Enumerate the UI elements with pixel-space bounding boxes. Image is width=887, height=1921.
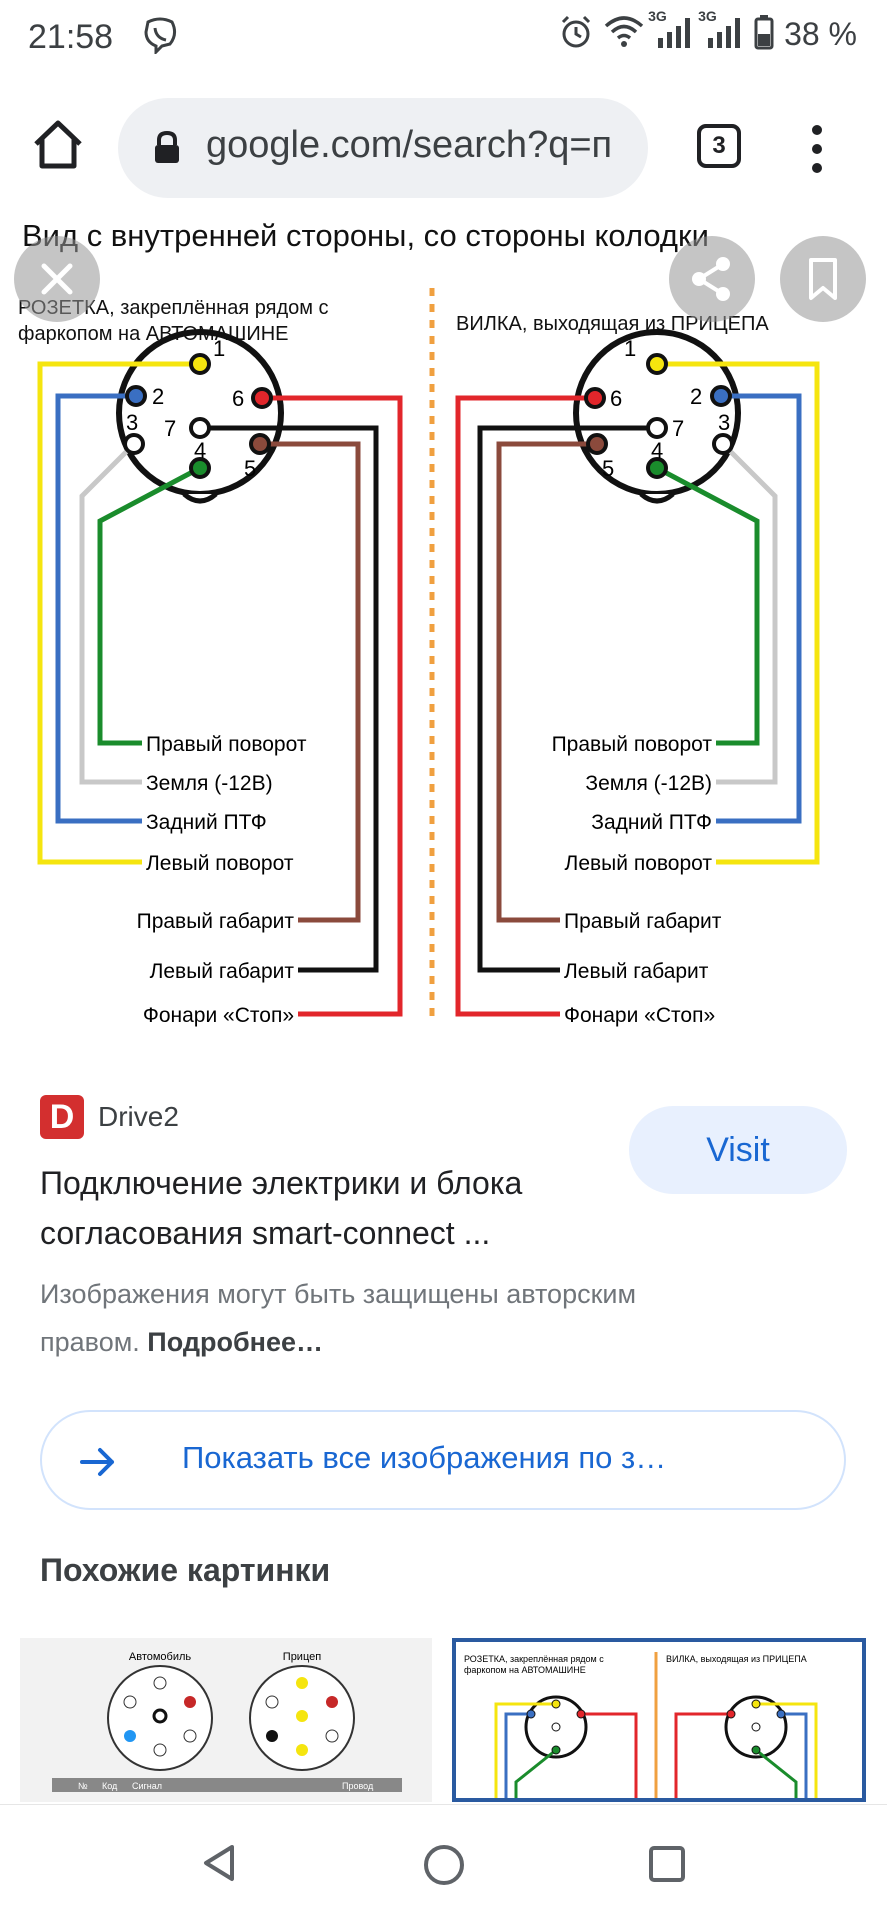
pin-label-3: 3	[126, 410, 138, 435]
viber-icon	[140, 14, 180, 59]
signal-icon-2: 3G	[698, 8, 744, 55]
home-icon	[34, 120, 82, 169]
pin-label-6: 6	[232, 386, 244, 411]
pin-label-5: 5	[244, 456, 256, 481]
thumb1-col-wire: Провод	[342, 1781, 374, 1791]
home-nav-button[interactable]	[422, 1843, 466, 1892]
address-bar[interactable]: google.com/search?q=п	[118, 98, 648, 198]
recents-square-icon	[649, 1846, 685, 1882]
left-caption-2: фаркопом на АВТОМАШИНЕ	[18, 323, 289, 345]
wire-label-right-marker: Правый габарит	[137, 910, 295, 933]
thumb1-label-trailer: Прицеп	[283, 1651, 321, 1663]
thumb1-col-signal: Сигнал	[132, 1781, 162, 1791]
right-caption: ВИЛКА, выходящая из ПРИЦЕПА	[456, 313, 769, 335]
wire-label-ground: Земля (-12В)	[146, 772, 273, 795]
thumb-diagram-1: Автомобиль Прицеп № Код Сигнал Провод	[52, 1651, 402, 1792]
plug-label-stop: Фонари «Стоп»	[564, 1004, 715, 1027]
plug-label-left-marker: Левый габарит	[564, 960, 709, 983]
diagram-title: Вид с внутренней стороны, со стороны кол…	[22, 218, 709, 253]
thumb-diagram-2: РОЗЕТКА, закреплённая рядом с фаркопом н…	[464, 1652, 818, 1798]
preview-image[interactable]: Вид с внутренней стороны, со стороны кол…	[0, 216, 887, 1062]
thumb1-col-no: №	[78, 1781, 88, 1791]
home-circle-icon	[424, 1845, 464, 1885]
wiring-diagram: Вид с внутренней стороны, со стороны кол…	[18, 218, 820, 1027]
back-button[interactable]	[200, 1843, 240, 1888]
plug-pin-label-1: 1	[624, 336, 636, 361]
signal-icon-1: 3G	[648, 8, 694, 55]
back-triangle-icon	[204, 1845, 234, 1881]
source-name: Drive2	[98, 1101, 179, 1132]
plug-label-ground: Земля (-12В)	[585, 772, 712, 795]
status-icons: 3G 3G 38 %	[558, 8, 857, 55]
source-logo: D	[40, 1095, 84, 1139]
thumb1-col-code: Код	[102, 1781, 118, 1791]
copyright-notice: Изображения могут быть защищены авторски…	[40, 1270, 740, 1366]
plug-label-rear-fog: Задний ПТФ	[591, 811, 712, 834]
left-socket: 1 2 3 4 5 6 7 Правый поворот Земля (-12В…	[37, 329, 403, 1027]
bookmark-icon	[809, 258, 837, 300]
close-button[interactable]	[14, 236, 100, 322]
result-title[interactable]: Подключение электрики и блока согласован…	[40, 1165, 523, 1251]
pin-label-2: 2	[152, 384, 164, 409]
lock-icon	[152, 130, 182, 171]
browser-toolbar: google.com/search?q=п 3	[0, 80, 887, 217]
plug-label-right-turn: Правый поворот	[552, 733, 713, 756]
pin-label-4: 4	[194, 438, 206, 463]
arrow-right-icon	[78, 1442, 118, 1487]
thumb2-caption-left-1: РОЗЕТКА, закреплённая рядом с	[464, 1654, 604, 1664]
plug-label-right-marker: Правый габарит	[564, 910, 722, 933]
status-time: 21:58	[28, 18, 114, 56]
show-all-label: Показать все изображения по з…	[182, 1440, 667, 1475]
plug-pin-label-4: 4	[651, 438, 663, 463]
battery-percent: 38 %	[784, 16, 857, 52]
overflow-menu-button[interactable]	[805, 124, 829, 174]
wire-label-rear-fog: Задний ПТФ	[146, 811, 267, 834]
wire-label-stop: Фонари «Стоп»	[143, 1004, 294, 1027]
visit-button[interactable]: Visit	[629, 1106, 847, 1194]
wire-label-left-marker: Левый габарит	[150, 960, 295, 983]
pin-label-7: 7	[164, 416, 176, 441]
wire-label-left-turn: Левый поворот	[146, 852, 294, 875]
thumb2-caption-right: ВИЛКА, выходящая из ПРИЦЕПА	[666, 1654, 807, 1664]
status-bar: 21:58 3G 3G 38 %	[0, 0, 887, 80]
network-type-2: 3G	[698, 8, 717, 24]
close-icon	[41, 263, 73, 295]
plug-pin-label-6: 6	[610, 386, 622, 411]
learn-more-link[interactable]: Подробнее…	[147, 1327, 323, 1357]
thumb2-caption-left-2: фаркопом на АВТОМАШИНЕ	[464, 1665, 586, 1675]
system-nav-bar	[0, 1804, 887, 1921]
wire-label-right-turn: Правый поворот	[146, 733, 307, 756]
tab-switcher-button[interactable]: 3	[697, 124, 741, 168]
share-button[interactable]	[669, 236, 755, 322]
url-text: google.com/search?q=п	[206, 124, 613, 166]
share-icon	[692, 257, 730, 301]
left-caption-1: РОЗЕТКА, закреплённая рядом с	[18, 297, 329, 319]
recents-button[interactable]	[648, 1845, 686, 1888]
plug-label-left-turn: Левый поворот	[565, 852, 713, 875]
thumb1-label-car: Автомобиль	[129, 1651, 192, 1663]
network-type-1: 3G	[648, 8, 667, 24]
more-vert-icon	[812, 125, 822, 173]
show-all-images-button[interactable]: Показать все изображения по з…	[40, 1410, 846, 1510]
plug-pin-label-5: 5	[602, 456, 614, 481]
alarm-icon	[558, 14, 594, 55]
wifi-icon	[604, 14, 644, 55]
similar-image-1[interactable]: Автомобиль Прицеп № Код Сигнал Провод	[20, 1638, 432, 1802]
battery-icon	[754, 14, 774, 55]
source-row[interactable]: D Drive2	[40, 1095, 179, 1139]
plug-pin-label-2: 2	[690, 384, 702, 409]
right-plug: 1 2 3 4 5 6 7 Правый поворот Земля (-12В…	[455, 329, 820, 1027]
save-image-button[interactable]	[780, 236, 866, 322]
plug-pin-label-3: 3	[718, 410, 730, 435]
similar-image-2[interactable]: РОЗЕТКА, закреплённая рядом с фаркопом н…	[452, 1638, 866, 1802]
similar-images-heading: Похожие картинки	[40, 1552, 331, 1588]
pin-label-1: 1	[213, 336, 225, 361]
home-button[interactable]	[30, 118, 90, 178]
plug-pin-label-7: 7	[672, 416, 684, 441]
copyright-text: Изображения могут быть защищены авторски…	[40, 1279, 637, 1357]
